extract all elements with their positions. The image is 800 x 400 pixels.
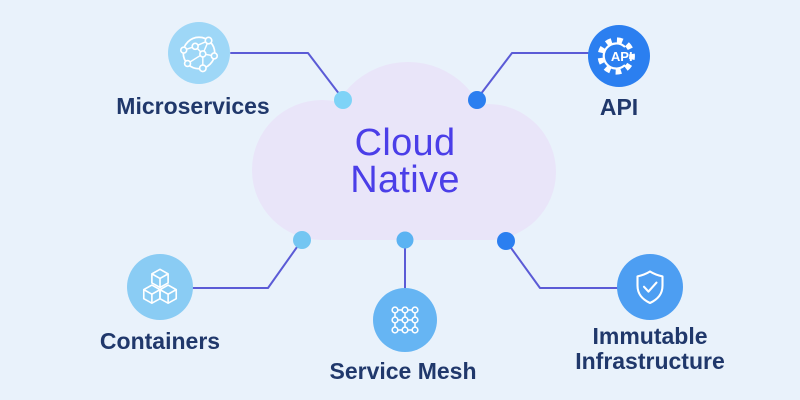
immutable-infrastructure-label: Immutable Infrastructure [575,323,725,374]
connector-api [476,52,589,100]
mesh-grid-icon [391,306,419,334]
dot-service-mesh [396,231,414,249]
title-line-2: Native [350,159,460,201]
shield-check-icon [636,270,664,305]
network-sphere-icon [179,36,219,73]
cloud-shape [252,62,556,240]
dot-api [468,91,486,109]
api-node: API [588,25,650,87]
microservices-node [168,22,230,84]
connection-dots [293,91,515,250]
api-label: API [599,94,639,120]
dot-immutable [497,232,515,250]
service-mesh-label: Service Mesh [329,358,477,384]
containers-label: Containers [99,328,221,354]
api-gear-icon: API [597,37,635,75]
diagram-title: Cloud Native [350,122,460,201]
containers-node [127,254,193,320]
connector-lines [192,52,618,289]
dot-microservices [334,91,352,109]
title-line-1: Cloud [354,122,456,164]
connector-microservices [230,52,344,100]
connector-immutable [505,240,618,289]
dot-containers [293,231,311,249]
microservices-label: Microservices [116,93,270,119]
service-mesh-node [373,288,437,352]
immutable-infrastructure-node [617,254,683,320]
connector-containers [192,239,303,289]
cubes-icon [142,268,178,305]
api-icon-text: API [611,49,633,64]
